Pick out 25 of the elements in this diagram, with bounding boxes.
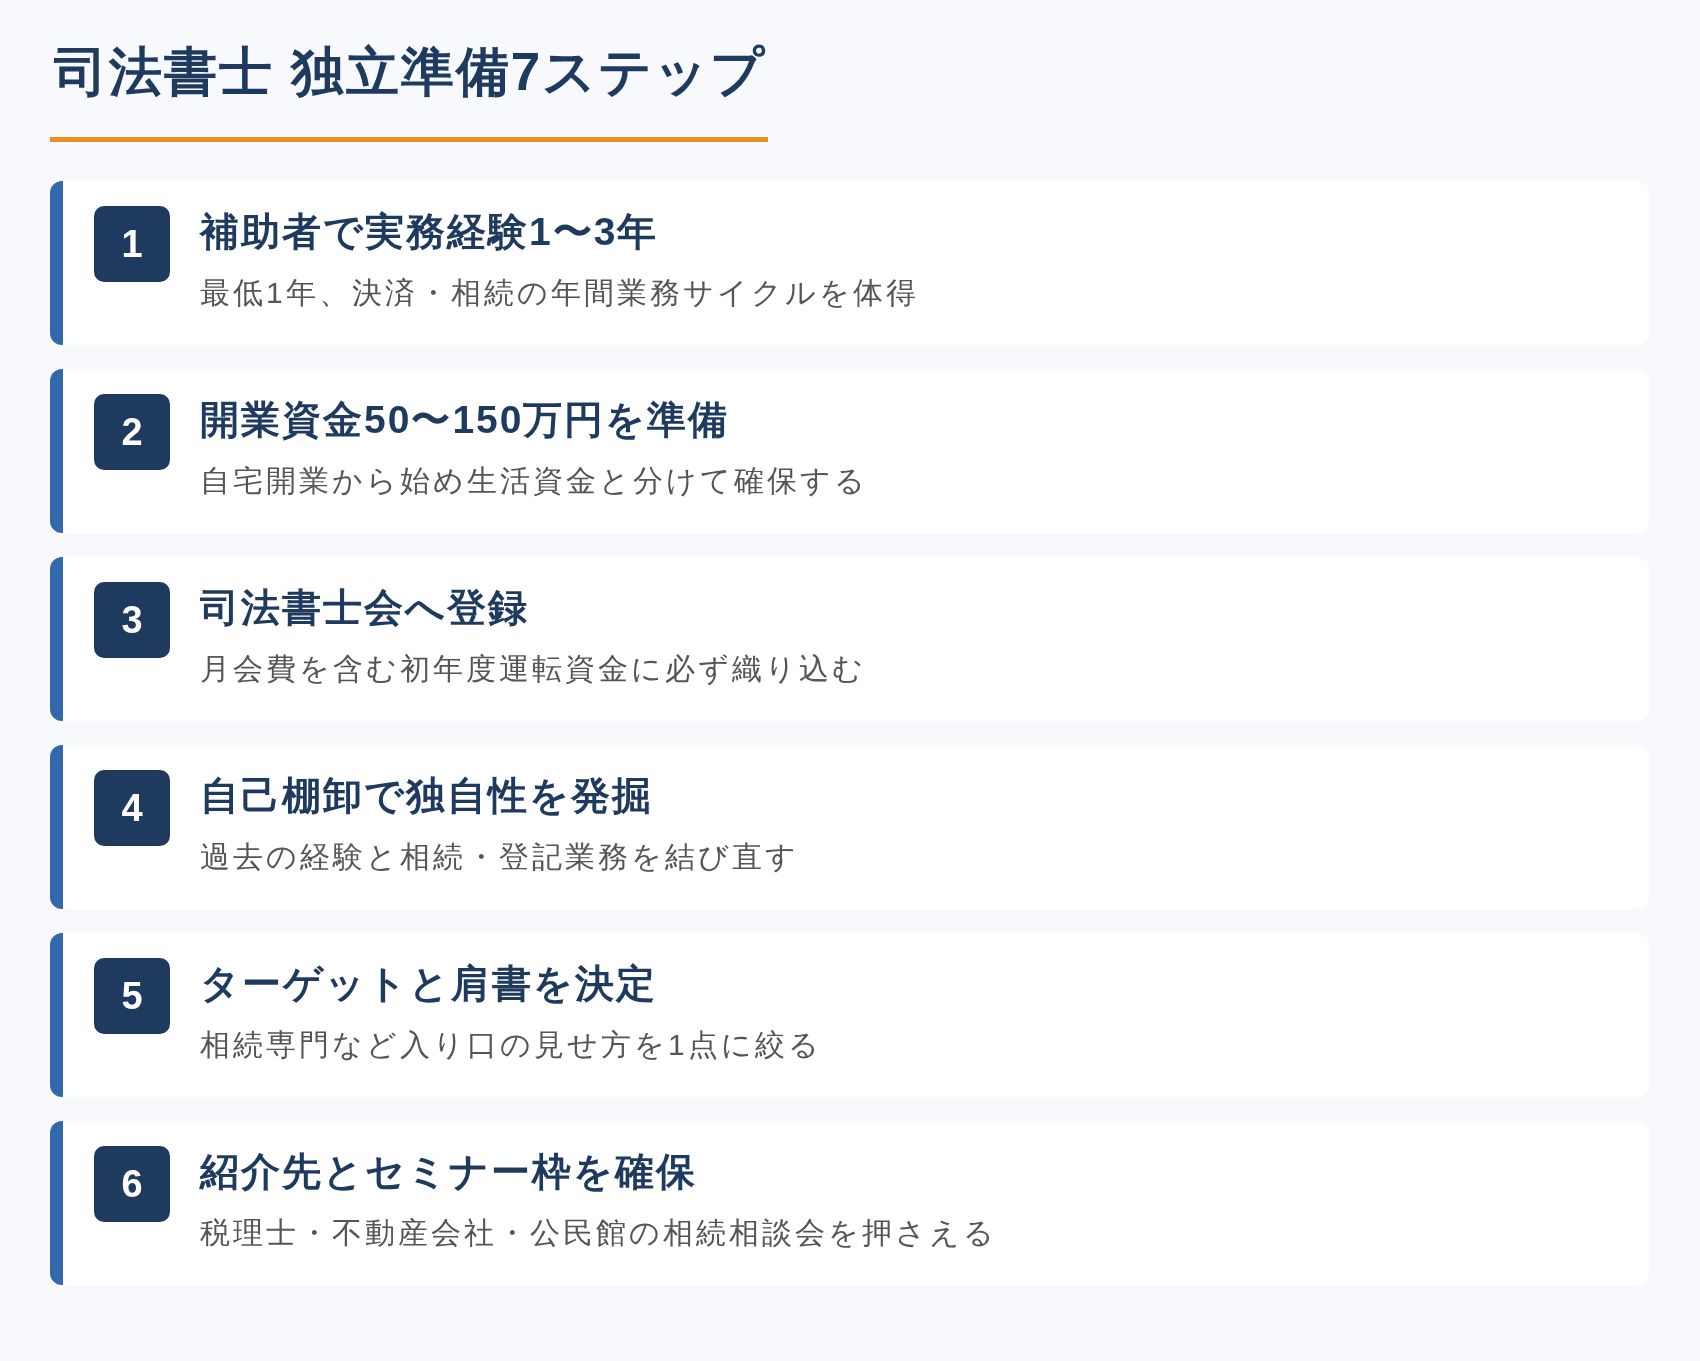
step-card <box>50 557 1649 721</box>
title: 司法書士 独立準備7ステップ <box>54 41 767 103</box>
number-badge: 4 <box>94 770 170 846</box>
step-description: 相続専門など入り口の見せ方を1点に絞る <box>200 1027 822 1063</box>
number-badge: 1 <box>94 206 170 282</box>
step-card <box>50 369 1649 533</box>
step-heading: 補助者で実務経験1〜3年 <box>200 209 659 255</box>
step-heading: 紹介先とセミナー枠を確保 <box>200 1149 697 1195</box>
step-description: 月会費を含む初年度運転資金に必ず織り込む <box>200 651 866 687</box>
step-description: 最低1年、決済・相続の年間業務サイクルを体得 <box>200 275 919 311</box>
step-heading: 司法書士会へ登録 <box>200 585 529 631</box>
number-badge: 6 <box>94 1146 170 1222</box>
step-card <box>50 745 1649 909</box>
number-badge: 5 <box>94 958 170 1034</box>
step-heading: ターゲットと肩書を決定 <box>200 961 657 1007</box>
step-card <box>50 1121 1649 1285</box>
step-description: 税理士・不動産会社・公民館の相続相談会を押さえる <box>200 1215 997 1251</box>
step-heading: 開業資金50〜150万円を準備 <box>200 397 730 443</box>
step-heading: 自己棚卸で独自性を発掘 <box>200 773 653 819</box>
step-description: 自宅開業から始め生活資金と分けて確保する <box>200 463 868 499</box>
step-card <box>50 933 1649 1097</box>
number-badge: 2 <box>94 394 170 470</box>
number-badge: 3 <box>94 582 170 658</box>
step-description: 過去の経験と相続・登記業務を結び直す <box>200 839 799 875</box>
step-card <box>50 181 1649 345</box>
